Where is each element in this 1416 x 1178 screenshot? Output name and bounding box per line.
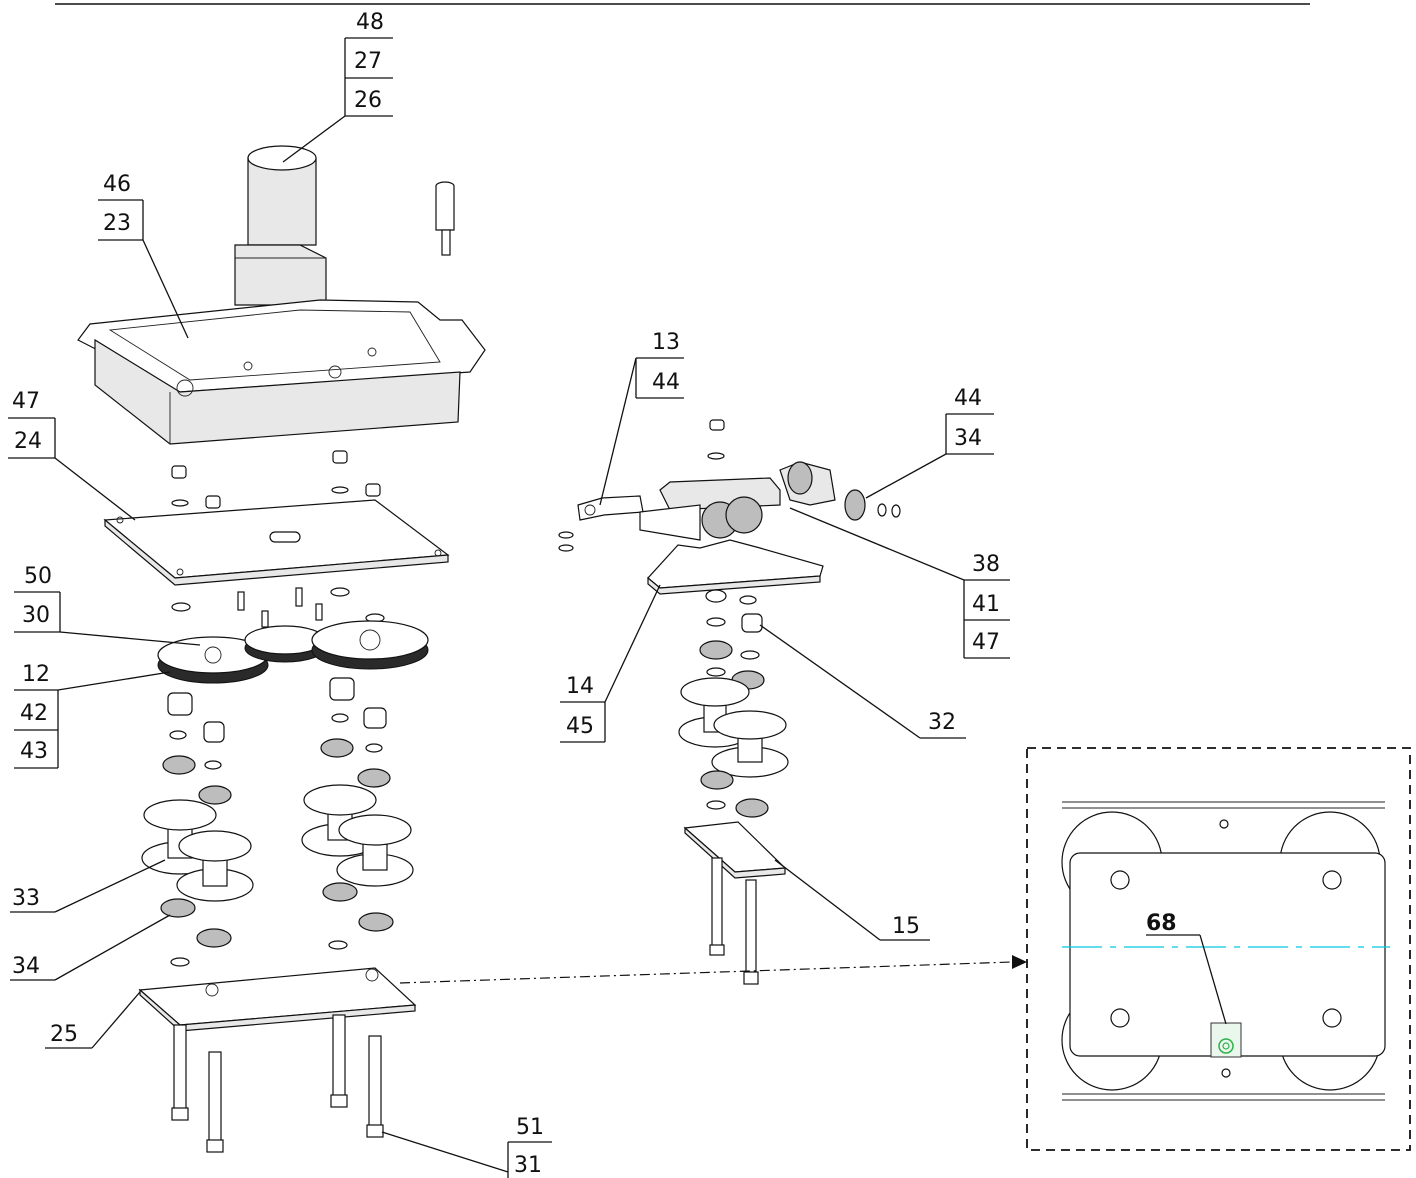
standoffs-upper xyxy=(171,450,381,509)
leader-lines xyxy=(8,37,1010,1178)
callout-45: 45 xyxy=(566,714,594,739)
guide-pin xyxy=(435,181,455,256)
housing-box xyxy=(77,299,486,445)
mounting-plate xyxy=(103,499,450,586)
callout-31: 31 xyxy=(514,1153,542,1178)
middle-stack xyxy=(678,595,789,818)
callout-42: 42 xyxy=(20,701,48,726)
callout-43: 43 xyxy=(20,739,48,764)
callout-14: 14 xyxy=(566,674,594,699)
callout-48: 48 xyxy=(356,10,384,35)
callout-34-right: 34 xyxy=(954,426,982,451)
callout-50: 50 xyxy=(24,564,52,589)
detail-arrow xyxy=(399,955,1027,984)
bolts-left xyxy=(171,1014,384,1153)
pulleys-right xyxy=(301,784,414,887)
bottom-small-plate xyxy=(683,821,787,985)
callout-25: 25 xyxy=(50,1022,78,1047)
tension-arm xyxy=(558,495,644,552)
callout-51: 51 xyxy=(516,1115,544,1140)
callout-46: 46 xyxy=(103,172,131,197)
pulleys-left xyxy=(141,799,254,902)
callout-12: 12 xyxy=(22,662,50,687)
callout-47-right: 47 xyxy=(972,630,1000,655)
detail-inset xyxy=(1026,747,1411,1151)
callout-26: 26 xyxy=(354,88,382,113)
callout-15: 15 xyxy=(892,914,920,939)
callout-13: 13 xyxy=(652,330,680,355)
callout-32: 32 xyxy=(928,710,956,735)
bracket-plate xyxy=(647,539,824,603)
callout-24: 24 xyxy=(14,429,42,454)
callout-44-mid: 44 xyxy=(652,370,680,395)
bearing-stack-left xyxy=(160,692,232,967)
callout-33: 33 xyxy=(12,886,40,911)
callout-41: 41 xyxy=(972,592,1000,617)
gears xyxy=(157,620,429,684)
callout-47: 47 xyxy=(12,389,40,414)
callout-labels: 48 27 26 46 23 47 24 50 30 12 42 43 33 3… xyxy=(12,10,1177,1178)
callout-27: 27 xyxy=(354,49,382,74)
callout-68: 68 xyxy=(1146,911,1177,936)
callout-30: 30 xyxy=(22,603,50,628)
callout-38: 38 xyxy=(972,552,1000,577)
callout-44-right: 44 xyxy=(954,386,982,411)
callout-34: 34 xyxy=(12,954,40,979)
roller-bracket xyxy=(639,419,901,541)
base-plate xyxy=(138,967,417,1032)
bearing-stack-right xyxy=(320,677,394,950)
plate-pins xyxy=(171,587,385,628)
callout-23: 23 xyxy=(103,211,131,236)
